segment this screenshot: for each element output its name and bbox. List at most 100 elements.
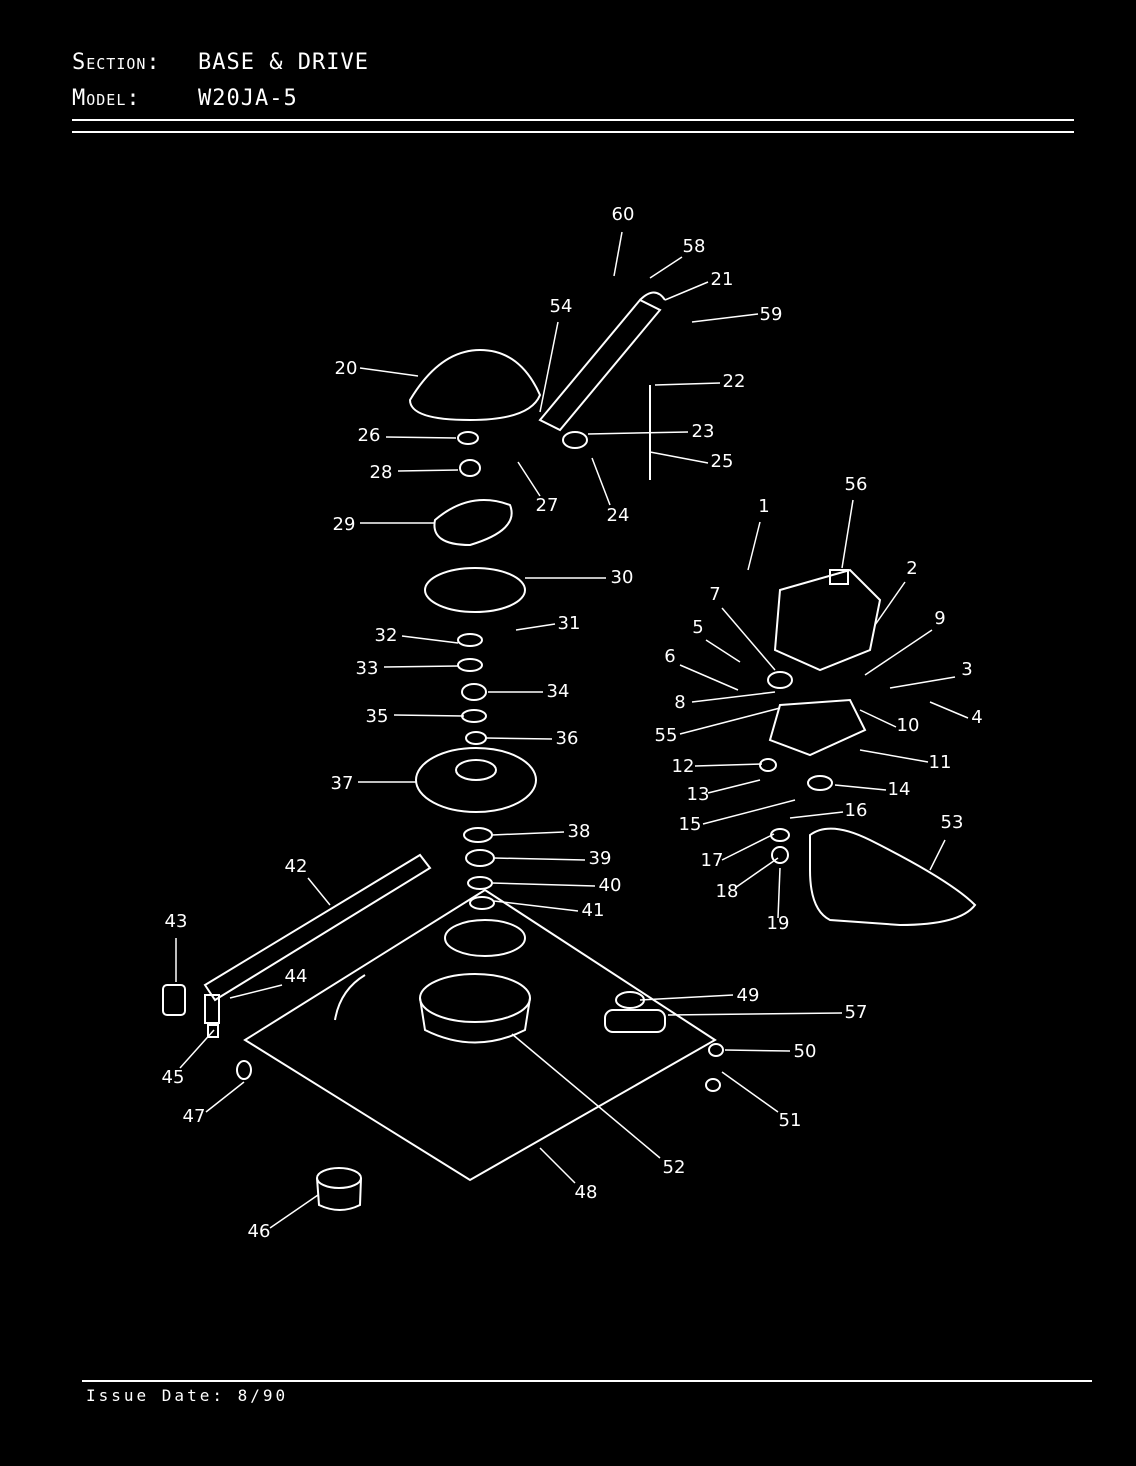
callout-label-23: 23: [692, 421, 715, 442]
section-heading: Section:BASE & DRIVE: [72, 50, 369, 75]
callout-label-17: 17: [701, 850, 724, 871]
leader-line-39: [493, 857, 586, 861]
callout-label-36: 36: [556, 728, 579, 749]
callout-label-51: 51: [779, 1110, 802, 1131]
callout-label-26: 26: [358, 425, 381, 446]
callout-label-10: 10: [897, 715, 920, 736]
leader-line-2: [874, 581, 906, 626]
leader-line-41: [493, 900, 579, 912]
callout-label-16: 16: [845, 800, 868, 821]
leader-line-52: [511, 1033, 661, 1159]
callout-label-39: 39: [589, 848, 612, 869]
part-bar-42: [203, 853, 432, 1002]
leader-line-12: [694, 763, 763, 767]
part-gear-housing-10: [768, 698, 867, 757]
part-bearing-34: [461, 683, 487, 701]
callout-label-46: 46: [248, 1221, 271, 1242]
leader-line-51: [721, 1071, 779, 1113]
leader-line-28: [397, 469, 459, 472]
callout-label-24: 24: [607, 505, 630, 526]
leader-line-48: [539, 1147, 576, 1184]
section-label: Section:: [72, 50, 161, 75]
part-washer-17: [770, 828, 790, 842]
callout-label-52: 52: [663, 1157, 686, 1178]
callout-label-49: 49: [737, 985, 760, 1006]
callout-label-8: 8: [674, 692, 685, 713]
part-lever-arm: [538, 298, 662, 432]
callout-label-15: 15: [679, 814, 702, 835]
part-mount-49: [615, 991, 645, 1009]
part-belt-53: [809, 827, 977, 927]
callout-label-55: 55: [655, 725, 678, 746]
callout-label-35: 35: [366, 706, 389, 727]
callout-label-30: 30: [611, 567, 634, 588]
leader-line-5: [705, 639, 741, 663]
callout-label-32: 32: [375, 625, 398, 646]
part-bolt-50: [708, 1043, 724, 1057]
callout-label-45: 45: [162, 1067, 185, 1088]
part-lever-tip: [639, 291, 666, 301]
part-pulley-14: [807, 775, 833, 791]
part-cylinder-52: [419, 997, 531, 1044]
part-washer-32: [457, 633, 483, 647]
part-spring-28: [459, 459, 481, 477]
leader-line-17: [721, 833, 775, 861]
part-ring-30: [424, 567, 526, 613]
part-washer-26: [457, 431, 479, 445]
header-rule-bottom: [72, 131, 1074, 133]
model-value: W20JA-5: [198, 86, 298, 111]
part-pulley-hub: [455, 759, 497, 781]
callout-label-41: 41: [582, 900, 605, 921]
leader-lines: [175, 231, 969, 1229]
leader-line-10: [859, 709, 897, 728]
callout-label-40: 40: [599, 875, 622, 896]
leader-line-31: [515, 623, 556, 631]
leader-line-13: [707, 779, 761, 794]
leader-line-36: [485, 737, 553, 740]
leader-line-14: [834, 784, 887, 791]
model-heading: Model: W20JA-5: [72, 86, 298, 111]
leader-line-9: [864, 629, 933, 676]
leader-line-3: [889, 676, 956, 689]
leader-line-54: [539, 321, 559, 413]
part-spacer-45: [207, 1024, 219, 1038]
callout-label-56: 56: [845, 474, 868, 495]
leader-line-11: [859, 749, 929, 763]
part-pulley-37: [415, 747, 537, 813]
leader-line-4: [929, 701, 969, 719]
part-motor-connector-56: [829, 569, 849, 585]
model-label: Model:: [72, 86, 141, 111]
callout-label-33: 33: [356, 658, 379, 679]
part-tab-left: [334, 974, 366, 1021]
leader-line-38: [491, 831, 565, 836]
callout-label-60: 60: [612, 204, 635, 225]
part-foot-46: [316, 1177, 362, 1211]
leader-line-32: [401, 635, 459, 644]
part-base-plate-48: [243, 888, 717, 1182]
part-washer-33: [457, 658, 483, 672]
callout-label-20: 20: [335, 358, 358, 379]
leader-line-45: [179, 1029, 215, 1069]
part-ring-36: [465, 731, 487, 745]
callout-label-48: 48: [575, 1182, 598, 1203]
leader-line-55: [679, 707, 781, 735]
part-washer-35: [461, 709, 487, 723]
callout-label-25: 25: [711, 451, 734, 472]
leader-line-26: [385, 436, 457, 439]
part-damper-57: [604, 1009, 666, 1033]
leader-line-8: [691, 691, 776, 703]
callout-label-43: 43: [165, 911, 188, 932]
footer-rule: [82, 1380, 1092, 1382]
callout-label-22: 22: [723, 371, 746, 392]
leader-line-33: [383, 665, 459, 668]
leader-line-20: [359, 367, 419, 377]
header-rule-top: [72, 119, 1074, 121]
leader-line-49: [639, 994, 734, 1001]
callout-label-42: 42: [285, 856, 308, 877]
leader-line-42: [307, 877, 331, 906]
callout-label-21: 21: [711, 269, 734, 290]
callout-label-37: 37: [331, 773, 354, 794]
leader-line-6: [679, 664, 739, 691]
callout-label-7: 7: [709, 584, 720, 605]
